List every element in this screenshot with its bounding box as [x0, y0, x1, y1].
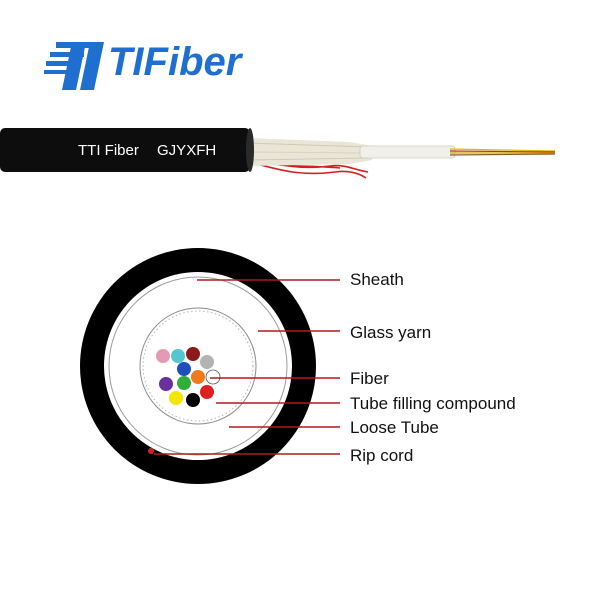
fiber-group	[156, 347, 221, 407]
rip-cord-dot	[148, 448, 154, 454]
cable-side-view: TTI Fiber GJYXFH	[0, 128, 556, 179]
fiber-dot	[159, 377, 173, 391]
cable-print-model: GJYXFH	[157, 142, 216, 159]
loose-tube-segment	[359, 145, 456, 159]
glass-yarn-strands	[246, 138, 372, 166]
fiber-dot	[200, 385, 214, 399]
fiber-dot	[186, 347, 200, 361]
glass-yarn-layer	[104, 272, 292, 460]
logo-letters: TI	[108, 40, 144, 84]
brand-logo: TIFiber	[44, 40, 244, 90]
fiber-dot	[156, 349, 170, 363]
fiber-dot	[205, 369, 221, 385]
cable-print-brand: TTI Fiber	[78, 142, 139, 159]
svg-text:TIFiber: TIFiber	[108, 40, 244, 84]
svg-text:TTI Fiber GJYXFH: TTI Fiber GJYXFH	[78, 142, 216, 159]
loose-tube-outer	[139, 307, 257, 425]
fiber-dot	[169, 391, 183, 405]
leader-lines	[154, 279, 340, 455]
label-rip-cord: Rip cord	[350, 446, 413, 465]
fiber-dot	[191, 370, 205, 384]
fiber-dot	[177, 362, 191, 376]
logo-word: Fiber	[144, 40, 244, 84]
cable-jacket	[0, 128, 250, 172]
cable-cross-section	[80, 248, 316, 484]
glass-yarn-outline	[108, 276, 288, 456]
logo-mark-icon	[44, 42, 104, 90]
label-loose-tube: Loose Tube	[350, 418, 439, 437]
label-tube-filling-compound: Tube filling compound	[350, 394, 516, 413]
fiber-dot	[171, 349, 185, 363]
label-sheath: Sheath	[350, 270, 404, 289]
label-glass-yarn: Glass yarn	[350, 323, 431, 342]
label-fiber: Fiber	[350, 369, 389, 388]
loose-tube-inner	[142, 310, 254, 422]
fiber-bundle	[449, 148, 556, 156]
labels: Sheath Glass yarn Fiber Tube filling com…	[350, 270, 516, 465]
fiber-dot	[200, 355, 214, 369]
fiber-dot	[186, 393, 200, 407]
fiber-dot	[177, 376, 191, 390]
